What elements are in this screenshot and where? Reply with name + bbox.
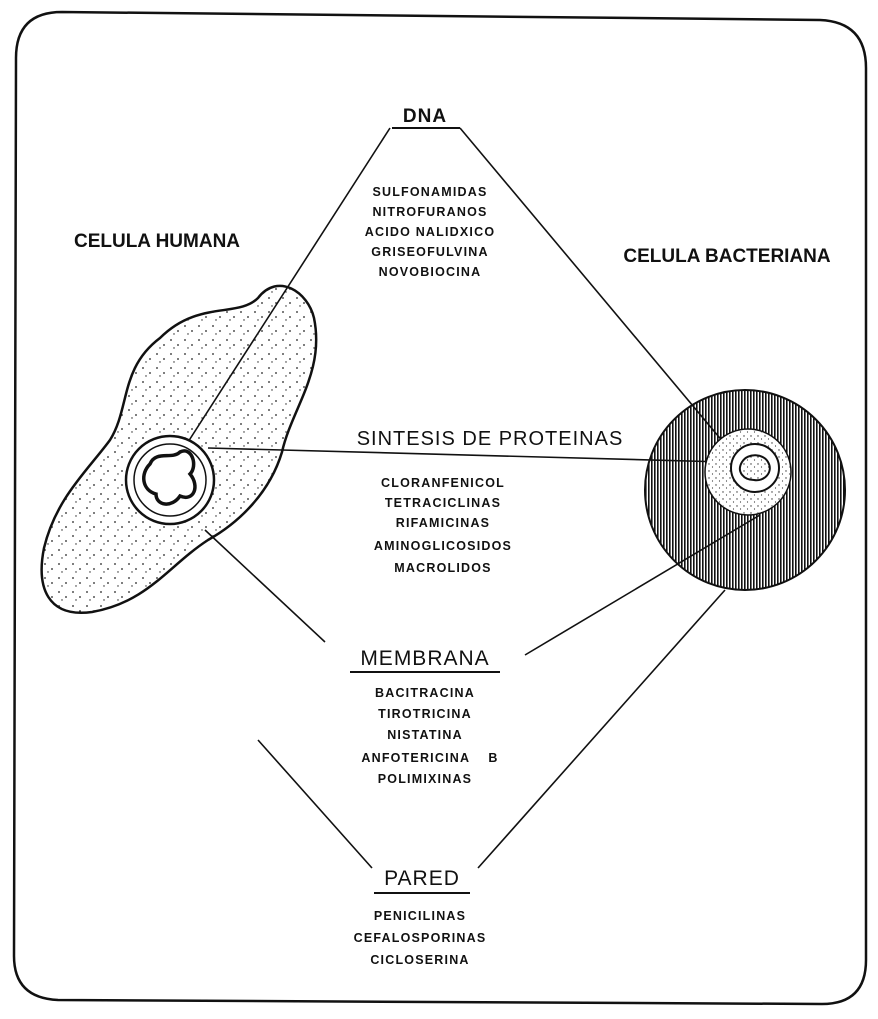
human-cell-title: CELULA HUMANA <box>74 231 240 252</box>
membrane-drug-item: TIROTRICINA <box>378 707 472 721</box>
dna-drug-item: GRISEOFULVINA <box>371 245 488 259</box>
membrane-drug-item: POLIMIXINAS <box>378 772 472 786</box>
membrane-drug-item: NISTATINA <box>387 728 463 742</box>
bacterial-cell-nucleoid <box>740 455 770 480</box>
human-cell <box>42 286 317 613</box>
bacterial-cell-title: CELULA BACTERIANA <box>623 246 831 267</box>
line-membrane-human <box>205 530 325 642</box>
protein-drug-item: RIFAMICINAS <box>396 516 490 530</box>
protein-group: SINTESIS DE PROTEINAS CLORANFENICOL TETR… <box>338 424 642 575</box>
dna-drug-item: ACIDO NALIDXICO <box>365 225 496 239</box>
wall-drug-item: PENICILINAS <box>374 909 466 923</box>
protein-drug-item: CLORANFENICOL <box>381 476 505 490</box>
line-wall-bacteria <box>478 590 725 868</box>
membrane-drug-item: ANFOTERICINA B <box>361 751 498 765</box>
line-protein <box>208 448 725 462</box>
protein-drug-item: TETRACICLINAS <box>385 496 501 510</box>
dna-label: DNA <box>403 106 447 127</box>
dna-group: DNA SULFONAMIDAS NITROFURANOS ACIDO NALI… <box>365 106 496 279</box>
dna-drug-item: SULFONAMIDAS <box>372 185 487 199</box>
protein-label: SINTESIS DE PROTEINAS <box>357 428 624 450</box>
wall-drug-item: CEFALOSPORINAS <box>354 931 487 945</box>
dna-drug-item: NITROFURANOS <box>372 205 487 219</box>
protein-drug-item: MACROLIDOS <box>394 561 491 575</box>
membrane-label: MEMBRANA <box>360 647 489 670</box>
wall-drug-item: CICLOSERINA <box>370 953 469 967</box>
line-wall-human <box>258 740 372 868</box>
protein-drug-item: AMINOGLICOSIDOS <box>374 539 512 553</box>
membrane-group: MEMBRANA BACITRACINA TIROTRICINA NISTATI… <box>350 647 500 786</box>
dna-drug-item: NOVOBIOCINA <box>379 265 482 279</box>
wall-group: PARED PENICILINAS CEFALOSPORINAS CICLOSE… <box>354 867 487 967</box>
wall-label: PARED <box>384 867 460 890</box>
membrane-drug-item: BACITRACINA <box>375 686 475 700</box>
bacterial-cell <box>645 390 845 590</box>
